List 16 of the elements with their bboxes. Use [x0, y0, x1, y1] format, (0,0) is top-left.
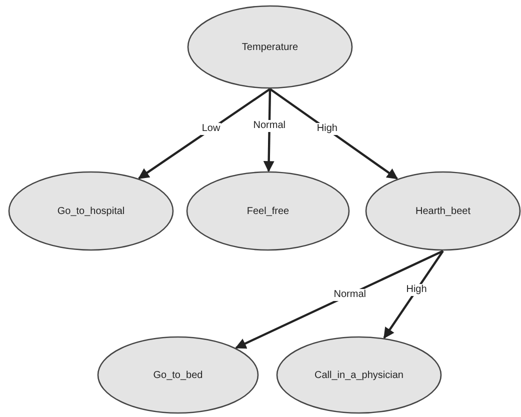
arrow	[383, 250, 444, 339]
edge-label: Low	[200, 123, 222, 136]
node-label: Go_to_hospital	[57, 206, 125, 216]
arrow	[269, 88, 398, 180]
node-label: Feel_free	[246, 206, 290, 216]
edge-label: High	[316, 123, 338, 136]
arrow	[235, 250, 444, 349]
node-label: Call_in_a_physician	[314, 370, 404, 380]
node-label: Go_to_bed	[153, 370, 203, 380]
arrow	[138, 88, 271, 180]
arrow	[263, 88, 274, 172]
edge-label: Normal	[252, 120, 286, 132]
edge-label: Normal	[332, 288, 367, 301]
edge-label: High	[405, 284, 428, 296]
node-label: Hearth_beet	[415, 206, 471, 216]
node-label: Temperature	[242, 42, 298, 52]
